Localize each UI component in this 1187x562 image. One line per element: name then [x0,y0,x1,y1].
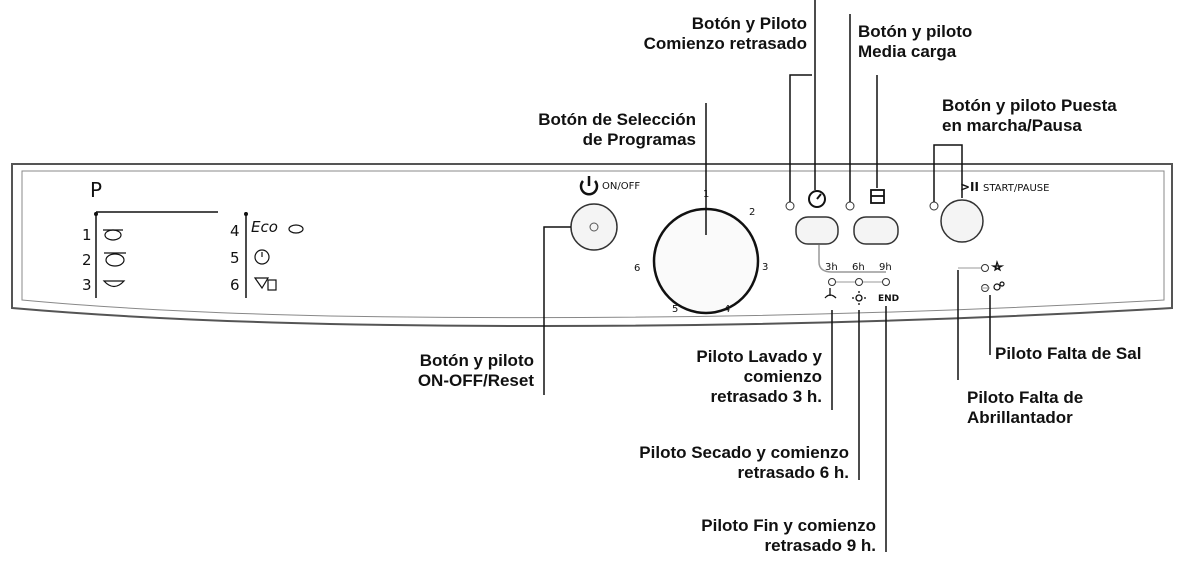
pot-lid-icon [104,252,126,267]
dial-number: 4 [724,304,731,315]
callout-salt: Piloto Falta de Sal [995,344,1142,363]
callout-program: Botón de Selección de Programas [538,110,696,149]
callout-onoff: Botón y piloto ON-OFF/Reset [417,351,534,390]
program-num: 5 [230,249,240,267]
start-pause-button [940,199,984,243]
callout-delay: Botón y Piloto Comienzo retrasado [643,14,807,53]
delay-led [785,201,795,211]
dial-number: 1 [703,189,710,200]
start-led [929,201,939,211]
glass-cup-icon [253,277,277,291]
callout-end: Piloto Fin y comienzo retrasado 9 h. [701,516,876,555]
callout-halfload: Botón y piloto Media carga [858,22,973,61]
delay-hour-label: 9h [879,262,892,273]
dial-number: 5 [672,304,679,315]
panel-outline [11,163,1173,327]
dial-number: 3 [762,262,769,273]
play-pause-icon: >II [960,180,979,194]
eco-leaf-icon [288,224,304,234]
delay-clock-icon [808,190,826,208]
delay-button [795,216,839,245]
delay-hour-label: 3h [825,262,838,273]
salt-icon [993,281,1005,291]
pot-icon [103,229,123,241]
end-label: END [878,294,900,304]
program-num: 1 [82,226,92,244]
quick-clock-icon [254,249,270,265]
halfload-led [845,201,855,211]
callout-startpause: Botón y piloto Puesta en marcha/Pausa [942,96,1117,135]
power-icon [579,176,599,196]
program-num: 3 [82,276,92,294]
halfload-button [853,216,899,245]
rinse-led [981,264,989,272]
wash-icon [824,288,837,299]
callout-wash: Piloto Lavado y comienzo retrasado 3 h. [696,347,822,406]
bowl-icon [102,280,126,288]
callout-rinse: Piloto Falta de Abrillantador [967,388,1084,427]
program-num: 4 [230,222,240,240]
callout-dry: Piloto Secado y comienzo retrasado 6 h. [639,443,849,482]
program-eco-label: Eco [251,218,278,236]
dial-number: 6 [634,263,641,274]
basket-icon [870,189,885,204]
program-header: P [90,178,103,202]
onoff-label: ON/OFF [602,181,641,192]
sun-icon [852,291,866,305]
start-label: START/PAUSE [983,183,1050,194]
program-num: 2 [82,251,92,269]
rinse-icon [990,259,1005,272]
program-num: 6 [230,276,240,294]
onoff-button [570,203,618,251]
delay-hour-label: 6h [852,262,865,273]
dial-number: 2 [749,207,756,218]
